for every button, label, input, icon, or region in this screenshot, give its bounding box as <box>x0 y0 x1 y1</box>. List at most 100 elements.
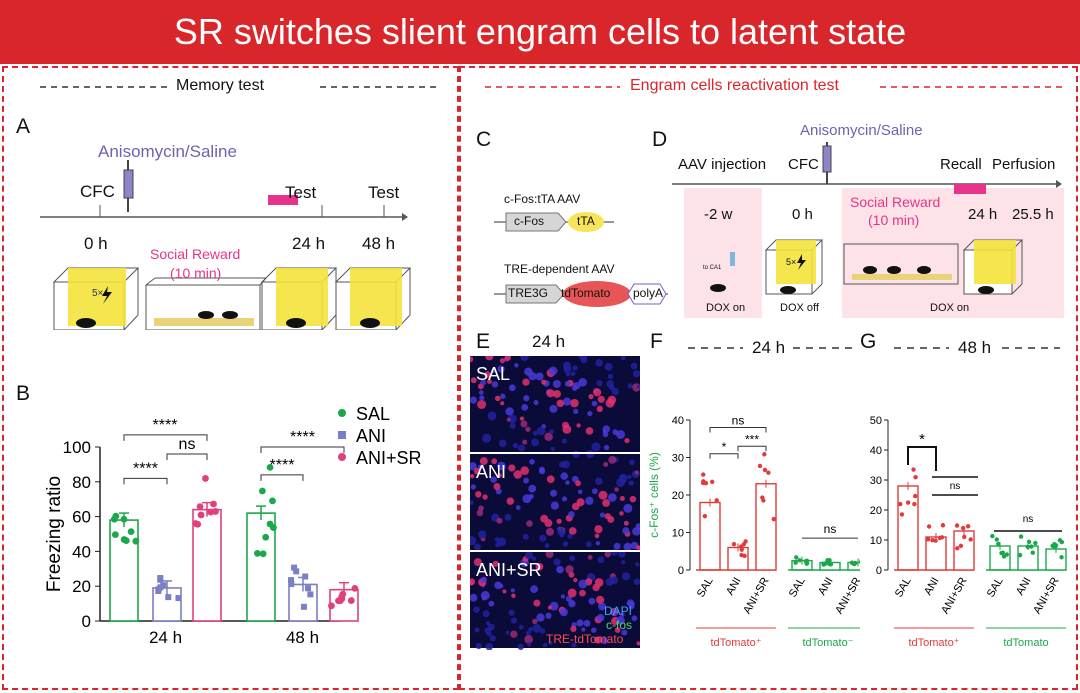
social-reward-label: Social Reward <box>150 246 241 262</box>
data-point <box>212 508 219 515</box>
data-point <box>771 516 776 522</box>
d-time-3: 25.5 h <box>1012 206 1054 223</box>
data-point <box>291 564 298 571</box>
significance-label: ns <box>732 414 745 428</box>
figure-title: SR switches slient engram cells to laten… <box>0 0 1080 64</box>
y-tick-label: 0 <box>876 565 882 577</box>
data-point <box>122 537 130 545</box>
data-point <box>157 576 164 583</box>
timeline-a: 5× <box>40 160 412 330</box>
x-tick-label: ANI <box>1014 576 1034 598</box>
x-tick-label: ANI+SR <box>833 575 860 616</box>
data-point <box>197 511 205 519</box>
x-tick-label: 48 h <box>286 628 319 647</box>
bar <box>897 485 919 571</box>
x-tick-label: ANI <box>816 576 836 598</box>
data-point <box>132 537 140 545</box>
significance-label: *** <box>745 432 759 446</box>
data-point <box>762 467 768 473</box>
y-axis-label: c-Fos⁺ cells (%) <box>647 452 661 538</box>
significance-bracket <box>123 477 168 485</box>
bar <box>755 483 777 571</box>
construct-diagram <box>494 212 668 307</box>
panel-f-label: F <box>650 330 663 353</box>
d-time-2: 24 h <box>968 206 998 223</box>
d-cfc-label: CFC <box>788 156 819 173</box>
data-point <box>127 528 135 536</box>
aav2-title: TRE-dependent AAV <box>504 262 615 276</box>
data-point <box>1018 534 1024 539</box>
d-social-label: Social Reward <box>850 194 941 210</box>
timeline-cfc: CFC <box>80 182 115 201</box>
left-section-title: Memory test <box>172 77 269 95</box>
d-recall-label: Recall <box>940 156 982 173</box>
significance-bracket <box>709 427 767 433</box>
right-section-rule <box>485 86 1065 88</box>
data-point <box>288 581 295 588</box>
y-tick-label: 0 <box>678 565 684 577</box>
data-point <box>958 543 964 549</box>
data-point <box>905 500 911 505</box>
data-point <box>266 463 274 471</box>
bar <box>246 512 276 622</box>
data-point <box>1030 550 1035 555</box>
group-label: tdTomato⁺ <box>908 637 959 649</box>
right-section-title: Engram cells reactivation test <box>626 77 843 95</box>
bar <box>699 501 721 571</box>
y-tick-label: 0 <box>82 612 91 631</box>
d-dox-on-2: DOX on <box>930 302 970 314</box>
data-point <box>269 524 277 531</box>
data-point <box>293 568 300 575</box>
legend-label: ANI <box>356 426 386 446</box>
data-point <box>262 533 270 541</box>
data-point <box>155 587 162 594</box>
data-point <box>968 537 973 542</box>
data-point <box>194 520 202 528</box>
y-tick-label: 10 <box>672 528 684 540</box>
y-tick-label: 40 <box>870 445 882 457</box>
data-point <box>210 500 217 508</box>
panel-d-label: D <box>652 128 668 151</box>
e-row-ani: ANI <box>476 462 507 482</box>
data-point <box>955 546 960 551</box>
micrograph-panel <box>467 352 642 651</box>
data-point <box>351 584 359 592</box>
data-point <box>111 531 119 539</box>
x-tick-label: SAL <box>893 576 914 600</box>
y-tick-label: 60 <box>72 508 91 527</box>
significance-label: ns <box>824 522 837 536</box>
x-tick-label: ANI+SR <box>939 575 969 616</box>
data-point <box>853 560 858 566</box>
x-tick-label: ANI+SR <box>1031 575 1061 616</box>
panel-a-label: A <box>16 115 31 138</box>
data-point <box>766 470 771 475</box>
group-label: tdTomato <box>1003 637 1048 649</box>
data-point <box>1052 541 1057 547</box>
legend-marker <box>338 409 346 417</box>
data-point <box>259 550 267 558</box>
data-point <box>898 501 903 507</box>
data-point <box>196 503 204 510</box>
y-tick-label: 40 <box>672 415 684 427</box>
aav2-promoter: TRE3G <box>508 286 549 300</box>
data-point <box>1033 540 1038 546</box>
aav1-promoter: c-Fos <box>514 214 544 228</box>
data-point <box>899 512 905 517</box>
data-point <box>825 558 830 563</box>
significance-label: **** <box>153 417 178 434</box>
data-point <box>933 538 938 543</box>
data-point <box>120 515 128 523</box>
data-point <box>731 541 737 547</box>
significance-bracket <box>260 446 345 453</box>
significance-label: * <box>722 440 727 454</box>
data-point <box>304 585 311 592</box>
data-point <box>828 562 834 567</box>
data-point <box>821 562 826 567</box>
x-tick-label: 24 h <box>149 628 182 647</box>
data-point <box>962 534 967 540</box>
data-point <box>937 535 943 541</box>
data-point <box>994 537 999 542</box>
right-frame <box>459 66 1078 690</box>
